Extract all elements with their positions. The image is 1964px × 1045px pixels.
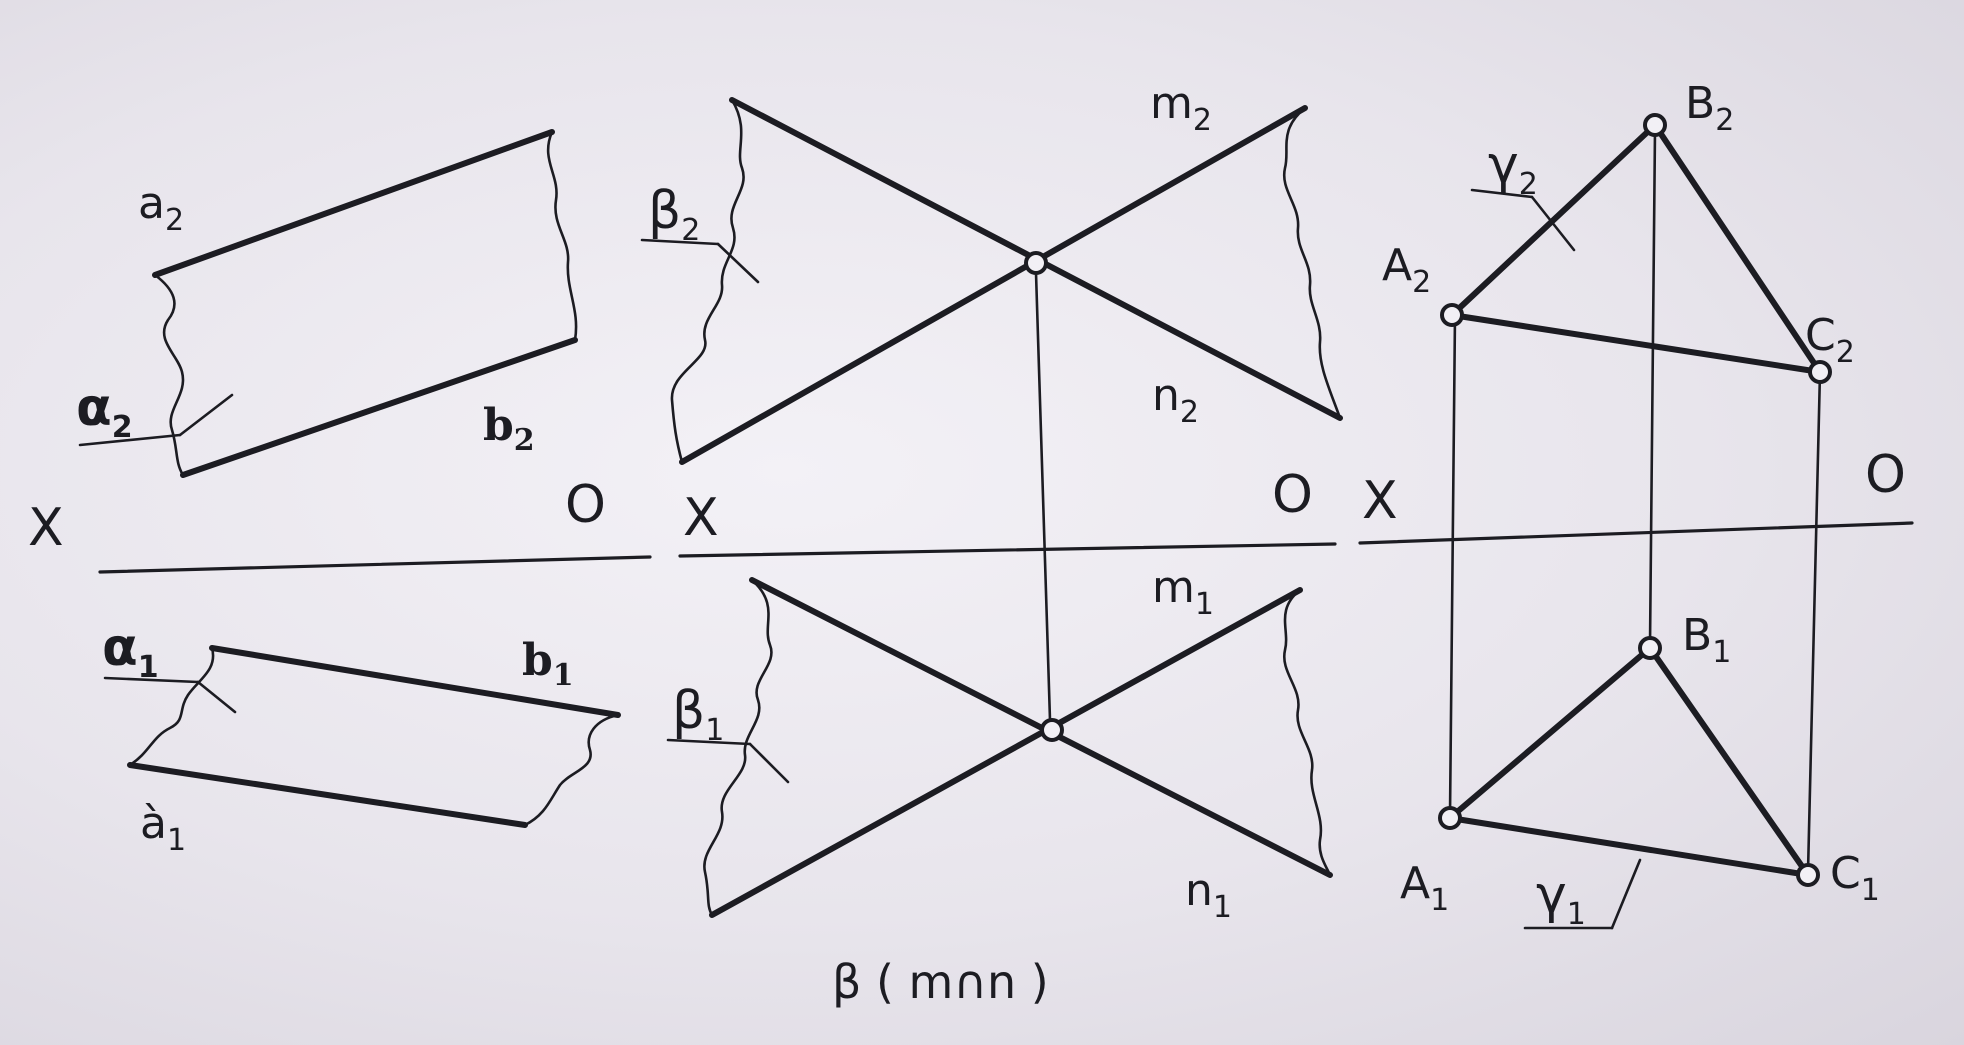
gamma2-leader-diagonal (1530, 195, 1576, 252)
alpha2-right-break (546, 130, 578, 342)
gamma2-leader-horizontal (1470, 188, 1534, 199)
panel-gamma: B2 A2 C2 γ2 B1 A1 C1 γ1 X O (1362, 78, 1906, 932)
label-a2: a2 (138, 178, 184, 238)
line-b1 (209, 645, 621, 718)
projection-link-a (1448, 313, 1457, 817)
label-a1-point: A1 (1400, 858, 1449, 918)
panel-beta: m2 n2 β2 m1 n1 β1 X O β ( m∩n ) (640, 78, 1343, 1009)
line-a1 (127, 762, 528, 828)
edge-a1b1 (1447, 645, 1653, 821)
line-m1 (709, 587, 1303, 918)
label-m1: m1 (1152, 562, 1214, 622)
axis-line-alpha (98, 555, 652, 574)
point-a1 (1438, 806, 1462, 830)
line-m2 (679, 105, 1308, 465)
beta2-leader-diagonal (716, 242, 760, 284)
label-n2: n2 (1152, 370, 1199, 430)
label-gamma1: γ1 (1536, 865, 1586, 932)
alpha1-right-break (523, 713, 620, 827)
label-m2: m2 (1150, 78, 1212, 138)
edge-a2b2 (1449, 122, 1658, 318)
beta1-left-break (703, 578, 773, 917)
axis-line-gamma (1358, 521, 1914, 545)
label-a2-point: A2 (1382, 240, 1431, 300)
beta2-right-break (1282, 106, 1342, 420)
alpha1-leader-diagonal (196, 680, 237, 714)
projection-link-beta (1034, 271, 1052, 722)
axis-x-label-beta: X (683, 488, 719, 548)
axis-x-label-alpha: X (28, 498, 64, 558)
label-beta1: β1 (672, 681, 724, 748)
label-a1: à1 (140, 798, 186, 858)
edge-b2c2 (1652, 122, 1823, 375)
axis-o-label-beta: O (1272, 465, 1313, 525)
axis-x-label-gamma: X (1362, 471, 1398, 531)
intersection-point-front (1024, 251, 1048, 275)
axis-o-label-alpha: O (565, 475, 606, 535)
projection-link-b (1648, 128, 1657, 647)
label-b2: b2 (483, 400, 535, 458)
label-alpha2: α2 (76, 378, 133, 445)
point-b2 (1643, 113, 1667, 137)
label-n1: n1 (1185, 865, 1232, 925)
gamma1-leader-diagonal (1610, 858, 1642, 930)
edge-a2c2 (1449, 312, 1823, 375)
label-gamma2: γ2 (1488, 135, 1538, 202)
label-c2-point: C2 (1805, 310, 1855, 370)
beta1-leader-horizontal (666, 738, 752, 746)
label-b1: b1 (522, 635, 574, 693)
point-c2 (1808, 360, 1832, 384)
beta1-leader-diagonal (748, 742, 790, 784)
point-c1 (1796, 863, 1820, 887)
axis-line-beta (678, 542, 1337, 558)
axis-o-label-gamma: O (1865, 445, 1906, 505)
alpha2-left-break (153, 273, 185, 477)
line-b2 (180, 337, 578, 478)
edge-a1c1 (1447, 815, 1811, 878)
alpha1-leader-horizontal (103, 676, 200, 684)
point-a2 (1440, 303, 1464, 327)
beta1-right-break (1282, 588, 1332, 877)
figure-caption: β ( m∩n ) (832, 955, 1049, 1009)
alpha2-leader-horizontal (78, 433, 182, 447)
beta2-left-break (670, 98, 745, 464)
edge-b1c1 (1647, 645, 1811, 878)
label-alpha1: α1 (102, 618, 159, 685)
alpha1-left-break (128, 646, 215, 767)
axis-lines (98, 521, 1914, 574)
panel-alpha: a2 b2 α2 α1 b1 à1 X O (28, 129, 621, 858)
intersection-point-top (1040, 718, 1064, 742)
alpha2-leader-diagonal (178, 393, 234, 437)
label-beta2: β2 (648, 181, 700, 248)
beta2-leader-horizontal (640, 238, 720, 246)
point-b1 (1638, 636, 1662, 660)
label-c1-point: C1 (1830, 848, 1880, 908)
label-b1-point: B1 (1682, 610, 1731, 670)
projection-link-c (1806, 370, 1822, 874)
line-a2 (152, 129, 555, 278)
label-b2-point: B2 (1685, 78, 1734, 138)
